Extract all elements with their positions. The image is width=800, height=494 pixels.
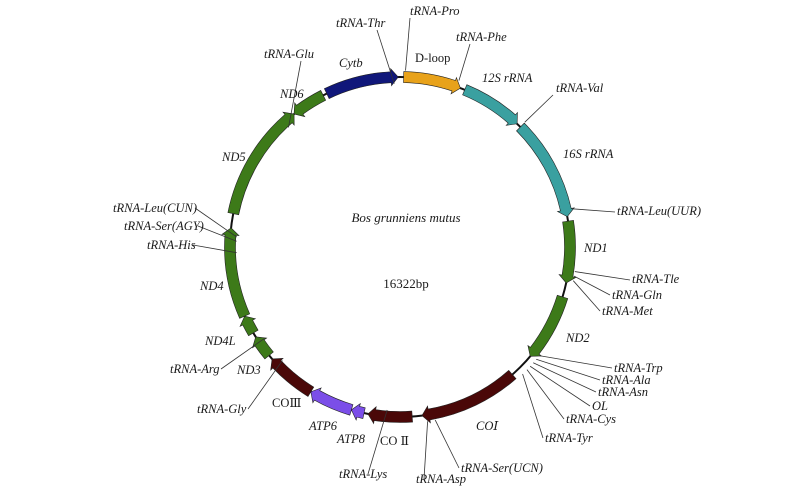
gene-label: ND6 (279, 87, 304, 101)
trna-leader-line (220, 338, 265, 370)
gene-label: ND4 (199, 279, 224, 293)
gene-arc-nd2 (527, 294, 569, 357)
trna-leader-line (574, 271, 631, 281)
gene-label: COⅢ (272, 396, 301, 410)
gene-arc-12s-rrna (462, 84, 518, 126)
gene-label: ATP6 (308, 419, 338, 433)
trna-leader-line (522, 373, 544, 439)
gene-arcs (221, 67, 577, 425)
gene-label: Cytb (339, 56, 363, 70)
trna-label: tRNA-Arg (170, 362, 220, 376)
trna-label: tRNA-Phe (456, 30, 507, 44)
gene-arc-nd5 (227, 111, 295, 216)
trna-leader-line (529, 365, 591, 407)
trna-label: tRNA-Thr (336, 16, 385, 30)
trna-label: tRNA-Trp (614, 361, 663, 375)
gene-label: 12S rRNA (482, 71, 533, 85)
gene-arc-nd6 (293, 90, 327, 118)
trna-label: tRNA-Leu(UUR) (617, 204, 701, 218)
gene-arc-nd3 (252, 336, 274, 360)
trna-leader-line (536, 358, 601, 381)
trna-leader-line (405, 17, 411, 71)
genome-length: 16322bp (383, 276, 429, 291)
trna-leader-line (367, 409, 388, 475)
trna-leader-line (197, 225, 237, 242)
trna-label: tRNA-Asn (598, 385, 648, 399)
trna-label: tRNA-Pro (410, 4, 460, 18)
gene-arc-atp8 (351, 402, 366, 421)
trna-leader-line (573, 275, 611, 296)
trna-label: tRNA-Leu(CUN) (113, 201, 197, 215)
gene-arc-co- (270, 357, 315, 397)
trna-leader-line (423, 421, 429, 480)
trna-label: tRNA-Gly (197, 402, 247, 416)
trna-label: tRNA-Lys (339, 467, 387, 481)
trna-label: tRNA-Val (556, 81, 604, 95)
gene-arc-nd1 (558, 220, 577, 284)
gene-arc-co- (367, 405, 413, 425)
gene-label: CO Ⅱ (380, 434, 409, 448)
gene-label: ATP8 (336, 432, 366, 446)
gene-label: ND2 (565, 331, 590, 345)
gene-arc-16s-rrna (516, 122, 575, 218)
gene-arc-nd4 (221, 227, 251, 319)
trna-label: tRNA-Glu (264, 47, 314, 61)
gene-label: D-loop (415, 51, 450, 65)
trna-leader-line (194, 207, 238, 238)
organism-name: Bos grunniens mutus (351, 210, 460, 225)
trna-label: tRNA-His (147, 238, 196, 252)
gene-arc-nd4l (239, 315, 259, 337)
trna-leader-lines (192, 17, 631, 480)
trna-label: tRNA-Cys (566, 412, 616, 426)
trna-leader-line (376, 29, 395, 84)
trna-leader-line (288, 60, 302, 128)
trna-leader-line (458, 43, 471, 81)
trna-leader-line (539, 355, 613, 369)
gene-label: ND1 (583, 241, 608, 255)
trna-leader-line (572, 280, 601, 312)
trna-leader-line (192, 244, 237, 254)
gene-label: 16S rRNA (563, 147, 614, 161)
trna-labels: tRNA-Thr tRNA-Pro tRNA-Phe tRNA-Val tRNA-Leu… (113, 4, 701, 486)
gene-arc-co- (421, 369, 517, 424)
trna-leader-line (524, 94, 554, 123)
trna-label: OL (592, 399, 608, 413)
trna-label: tRNA-Tle (632, 272, 680, 286)
trna-leader-line (247, 360, 283, 410)
trna-label: tRNA-Tyr (545, 431, 593, 445)
gene-arc-atp6 (310, 387, 354, 416)
trna-leader-line (526, 369, 565, 420)
gene-label: ND4L (204, 334, 236, 348)
gene-label: ND3 (236, 363, 261, 377)
trna-leader-line (434, 419, 460, 469)
gene-arc-cytb (323, 67, 399, 99)
gene-arc-d-loop (403, 71, 461, 95)
trna-leader-line (572, 208, 616, 213)
trna-leader-line (533, 362, 597, 393)
trna-label: tRNA-Gln (612, 288, 662, 302)
trna-label: tRNA-Asp (416, 472, 466, 486)
trna-label: tRNA-Ser(UCN) (461, 461, 543, 475)
trna-label: tRNA-Ser(AGY) (124, 219, 204, 233)
gene-label: ND5 (221, 150, 246, 164)
trna-label: tRNA-Met (602, 304, 653, 318)
trna-label: tRNA-Ala (602, 373, 651, 387)
gene-label: COⅠ (476, 419, 499, 433)
